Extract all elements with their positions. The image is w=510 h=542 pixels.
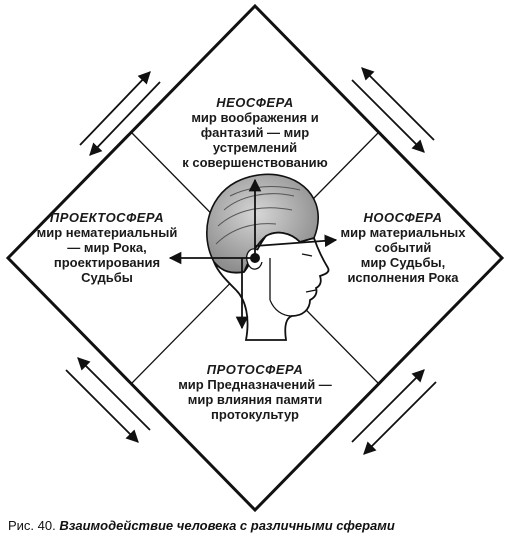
arrow-icon xyxy=(254,234,338,248)
outer-diamond xyxy=(5,3,505,513)
zone-noosphere-body: мир материальных событий мир Судьбы, исп… xyxy=(340,225,466,285)
arrow-pair-icon xyxy=(351,369,437,455)
zone-neosphere: НЕОСФЕРА мир воображения и фантазий — ми… xyxy=(170,95,340,170)
zone-protosphere-body: мир Предназначений — мир влияния памяти … xyxy=(178,377,332,422)
zone-noosphere: НООСФЕРА мир материальных событий мир Су… xyxy=(318,210,488,285)
zone-neosphere-title: НЕОСФЕРА xyxy=(216,95,294,110)
zone-projectosphere: ПРОЕКТОСФЕРА мир нематериальный — мир Ро… xyxy=(22,210,192,285)
zone-neosphere-body: мир воображения и фантазий — мир устремл… xyxy=(182,110,328,170)
zone-projectosphere-title: ПРОЕКТОСФЕРА xyxy=(49,210,165,225)
center-arrows xyxy=(168,178,338,330)
arrow-pair-icon xyxy=(65,357,151,443)
figure-caption-text: Взаимодействие человека с различными сфе… xyxy=(59,518,395,533)
center-dot xyxy=(250,253,260,263)
figure-caption: Рис. 40. Взаимодействие человека с разли… xyxy=(8,518,395,533)
human-head-icon xyxy=(206,173,330,341)
zone-protosphere: ПРОТОСФЕРА мир Предназначений — мир влия… xyxy=(170,362,340,422)
arrow-pair-icon xyxy=(351,67,435,153)
figure-label: Рис. 40. xyxy=(8,518,56,533)
zone-projectosphere-body: мир нематериальный — мир Рока, проектиро… xyxy=(36,225,178,285)
arrow-pair-icon xyxy=(79,71,161,156)
zone-protosphere-title: ПРОТОСФЕРА xyxy=(206,362,304,377)
zone-noosphere-title: НООСФЕРА xyxy=(363,210,443,225)
